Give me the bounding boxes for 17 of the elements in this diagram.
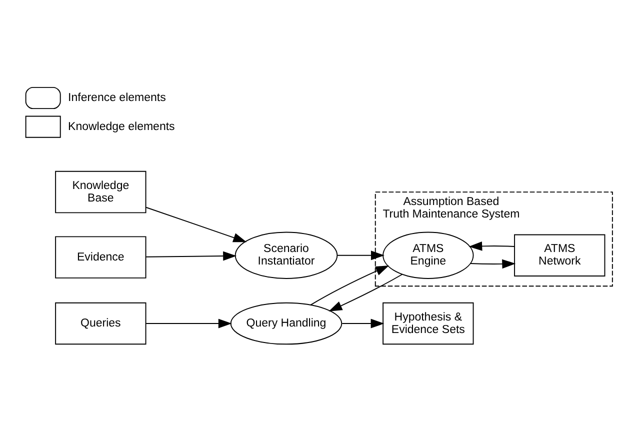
arrow: [336, 250, 384, 260]
arrow: [146, 251, 237, 261]
arrow: [146, 318, 232, 328]
node-ellipse: ATMS Engine: [382, 232, 474, 279]
node-ellipse: Scenario Instantiator: [234, 232, 338, 279]
node-box: Evidence: [55, 236, 146, 278]
arrow: [342, 318, 384, 328]
arrow: [470, 259, 516, 269]
legend-label: Inference elements: [68, 92, 166, 104]
arrow: [310, 265, 390, 306]
node-box: Knowledge Base: [55, 170, 146, 214]
node-box: Queries: [55, 302, 146, 345]
node-box: Hypothesis & Evidence Sets: [382, 302, 474, 345]
arrow: [468, 241, 515, 251]
legend-label: Knowledge elements: [68, 120, 175, 133]
arrow: [146, 206, 247, 242]
node-box: ATMS Network: [514, 234, 606, 276]
